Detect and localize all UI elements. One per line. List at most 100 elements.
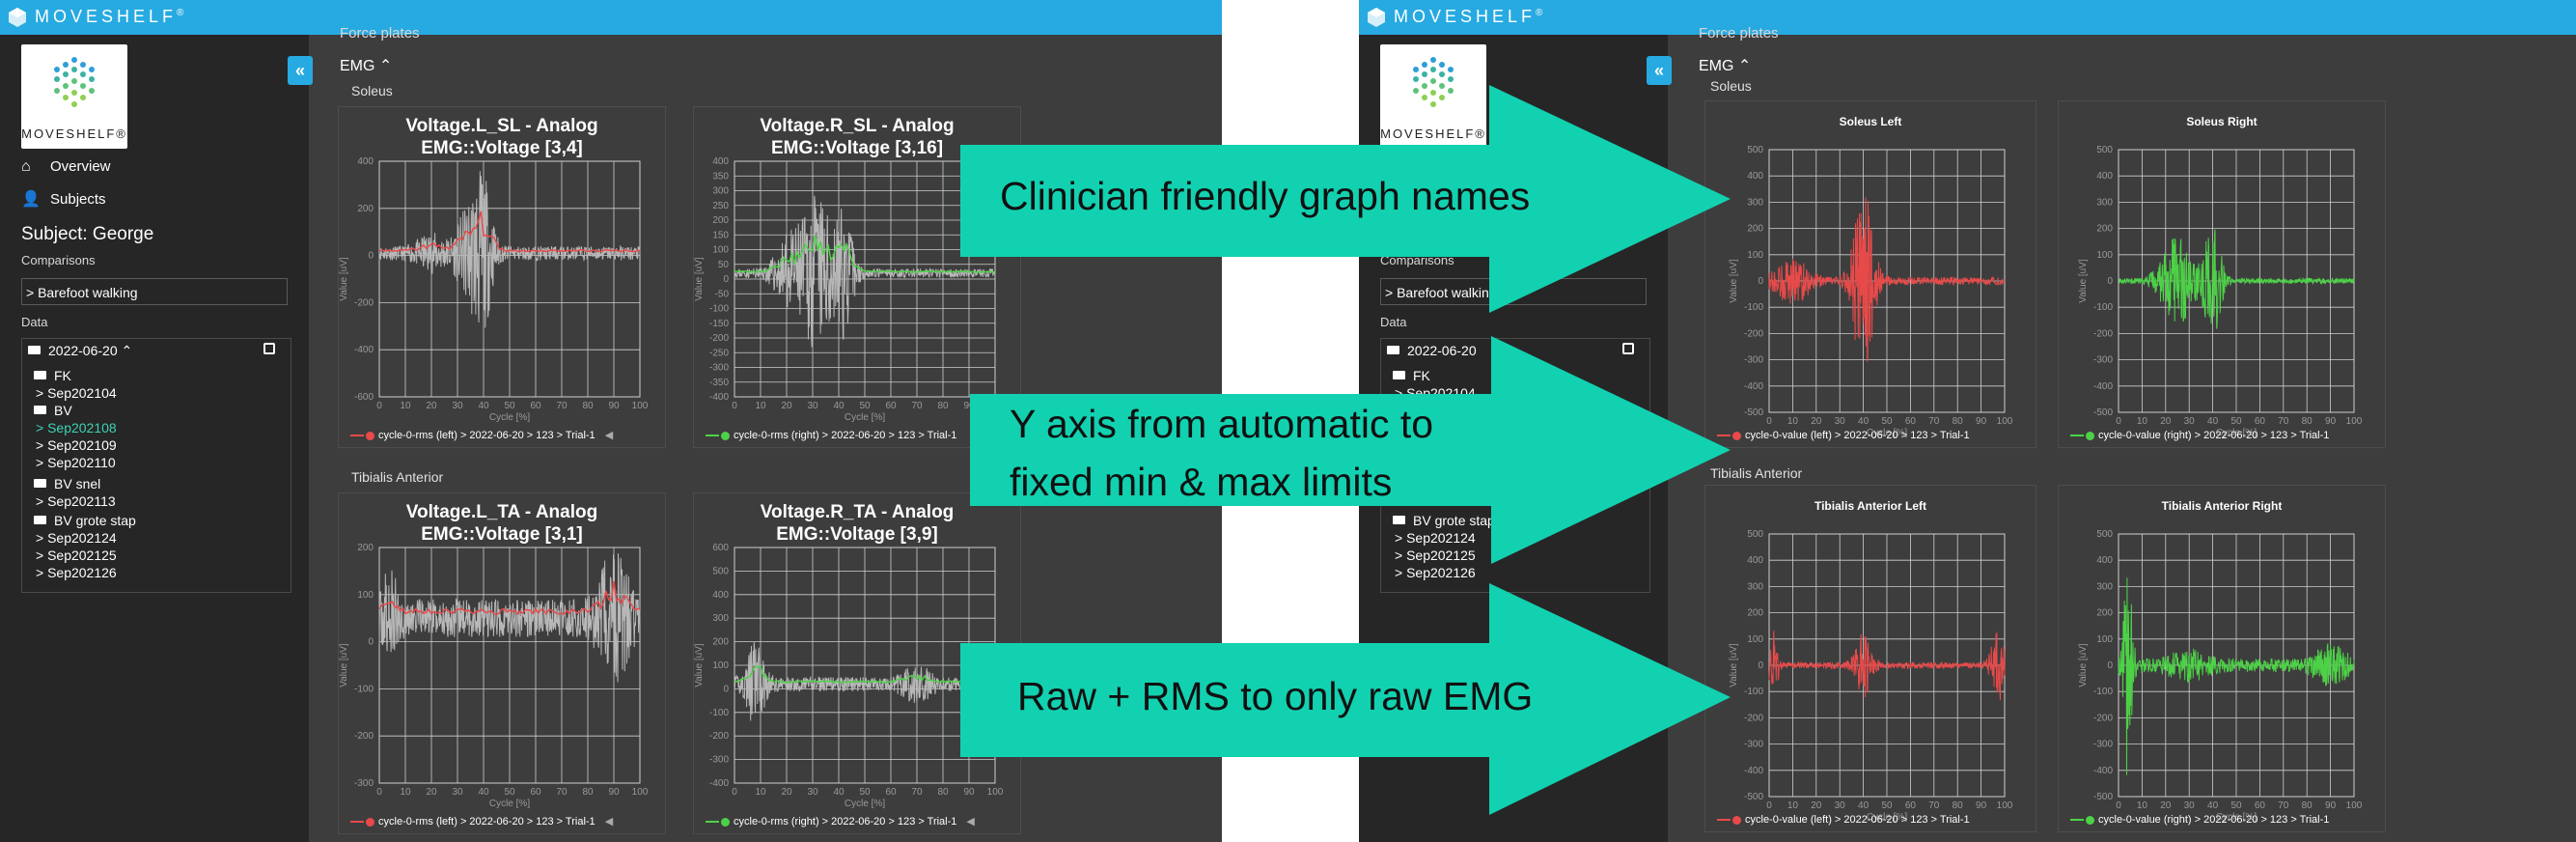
edit-icon[interactable] (263, 343, 275, 354)
x-tick-label: 90 (963, 401, 975, 411)
trial-sep202104[interactable]: > Sep202104 (36, 385, 117, 401)
x-tick-label: 60 (2255, 800, 2266, 811)
chart-legend[interactable]: cycle-0-value (left) > 2022-06-20 > 123 … (1717, 814, 1970, 826)
x-tick-label: 60 (530, 787, 541, 798)
emg-section-toggle[interactable]: EMG ⌃ (1699, 58, 1752, 74)
collapse-sidebar-button[interactable]: « (1647, 56, 1672, 85)
raw-signal-line (378, 553, 641, 683)
y-tick-label: 100 (2096, 250, 2113, 261)
data-label: Data (21, 315, 48, 329)
comparison-item-barefoot-walking[interactable]: > Barefoot walking (21, 278, 288, 305)
chart-legend[interactable]: cycle-0-value (right) > 2022-06-20 > 123… (2070, 814, 2329, 826)
y-tick-label: -200 (709, 731, 729, 742)
chart-legend[interactable]: cycle-0-rms (left) > 2022-06-20 > 123 > … (350, 429, 613, 441)
x-tick-label: 60 (2255, 416, 2266, 427)
trial-sep202124[interactable]: > Sep202124 (1395, 530, 1476, 546)
chevron-up-icon: ⌃ (1737, 58, 1752, 74)
brand-name[interactable]: MOVESHELF® (1394, 7, 1547, 26)
y-tick-label: 400 (2096, 171, 2113, 182)
chart-plot: 0102030405060708090100400350300250200150… (694, 156, 1004, 423)
y-tick-label: -100 (1744, 302, 1763, 313)
chart-legend[interactable]: cycle-0-value (left) > 2022-06-20 > 123 … (1717, 430, 1970, 441)
chart-legend[interactable]: cycle-0-rms (right) > 2022-06-20 > 123 >… (706, 430, 956, 441)
y-tick-label: -200 (1744, 328, 1763, 339)
top-bar: MOVESHELF® (0, 0, 1222, 35)
collapse-sidebar-button[interactable]: « (288, 56, 313, 85)
y-tick-label: 200 (712, 215, 729, 226)
moveshelf-logo[interactable]: MOVESHELF® (21, 44, 127, 149)
trial-sep202126[interactable]: > Sep202126 (1395, 565, 1476, 580)
x-tick-label: 40 (2207, 416, 2219, 427)
x-tick-label: 50 (2230, 800, 2242, 811)
folder-fk[interactable]: FK (34, 368, 71, 383)
section-force-plates[interactable]: Force plates (340, 25, 420, 42)
legend-page-left-icon[interactable]: ◀ (966, 816, 975, 828)
x-tick-label: 30 (1835, 800, 1846, 811)
y-tick-label: -300 (709, 755, 729, 766)
emg-section-toggle[interactable]: EMG ⌃ (340, 58, 393, 74)
y-tick-label: -400 (1744, 381, 1763, 392)
y-tick-label: 0 (1758, 276, 1763, 287)
y-tick-label: -150 (709, 319, 729, 329)
nav-overview[interactable]: ⌂Overview (21, 158, 111, 175)
y-tick-label: 500 (1747, 145, 1763, 155)
trial-sep202124[interactable]: > Sep202124 (36, 530, 117, 546)
chart-legend[interactable]: cycle-0-value (right) > 2022-06-20 > 123… (2070, 430, 2329, 441)
legend-page-left-icon[interactable]: ◀ (604, 816, 614, 828)
nav-subjects[interactable]: 👤Subjects (21, 191, 106, 208)
date-folder-2022-06-20[interactable]: 2022-06-20 (1387, 343, 1477, 358)
chart-legend[interactable]: cycle-0-rms (right) > 2022-06-20 > 123 >… (706, 815, 975, 828)
legend-page-left-icon[interactable]: ◀ (604, 430, 614, 441)
trial-sep202126[interactable]: > Sep202126 (36, 565, 117, 580)
folder-bv-grote-stap[interactable]: BV grote stap (34, 513, 136, 528)
moveshelf-logo[interactable]: MOVESHELF® (1380, 44, 1486, 149)
y-axis-label: Value [uV] (339, 257, 349, 301)
y-axis-label: Value [uV] (694, 643, 705, 688)
folder-bv-grote-stap[interactable]: BV grote stap (1393, 513, 1495, 528)
y-tick-label: 500 (1747, 529, 1763, 540)
x-tick-label: 60 (885, 787, 897, 798)
x-tick-label: 0 (376, 787, 382, 798)
chart-card-r-sl[interactable]: 0102030405060708090100400350300250200150… (693, 106, 1021, 448)
chart-legend[interactable]: cycle-0-rms (left) > 2022-06-20 > 123 > … (350, 815, 613, 828)
trial-sep202113[interactable]: > Sep202113 (36, 493, 116, 509)
y-tick-label: -400 (709, 778, 729, 789)
sidebar: MOVESHELF® « ⌂Overview 👤Subjects Subject… (0, 35, 313, 842)
before-screenshot: MOVESHELF® MOVESHELF® « ⌂Overview 👤Subje… (0, 0, 1222, 842)
brand-name[interactable]: MOVESHELF® (35, 7, 188, 26)
x-tick-label: 40 (833, 787, 845, 798)
y-tick-label: -300 (1744, 740, 1763, 750)
y-axis-label: Value [uV] (1729, 643, 1739, 688)
trial-sep202109[interactable]: > Sep202109 (36, 437, 117, 453)
x-tick-label: 20 (426, 787, 437, 798)
y-tick-label: -100 (2093, 302, 2113, 313)
date-folder-2022-06-20[interactable]: 2022-06-20 ⌃ (28, 343, 132, 359)
edit-icon[interactable] (1622, 343, 1634, 354)
folder-bv-snel[interactable]: BV snel (34, 476, 100, 491)
trial-sep202125[interactable]: > Sep202125 (36, 547, 117, 563)
y-tick-label: 300 (1747, 581, 1763, 592)
x-tick-label: 90 (1976, 800, 1987, 811)
trial-sep202125[interactable]: > Sep202125 (1395, 547, 1476, 563)
x-tick-label: 50 (504, 401, 515, 411)
trial-sep202110[interactable]: > Sep202110 (36, 455, 116, 470)
rms-series-line (734, 665, 996, 684)
top-bar: MOVESHELF® (1359, 0, 2576, 35)
y-tick-label: 200 (357, 204, 374, 214)
y-tick-label: -200 (2093, 328, 2113, 339)
x-tick-label: 100 (1997, 800, 2013, 811)
section-force-plates[interactable]: Force plates (1699, 25, 1779, 42)
folder-bv[interactable]: BV (34, 403, 72, 418)
folder-fk[interactable]: FK (1393, 368, 1430, 383)
trial-sep202108[interactable]: > Sep202108 (36, 420, 117, 435)
folder-open-icon (28, 346, 41, 354)
